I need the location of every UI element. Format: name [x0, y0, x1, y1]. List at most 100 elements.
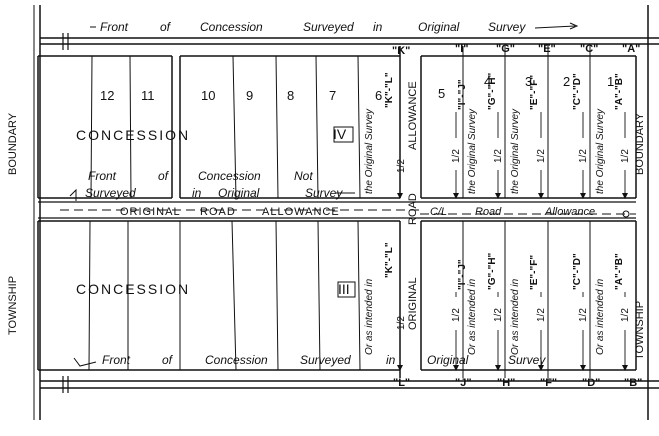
numeral-box-iv	[333, 126, 354, 143]
road-allowance-lines	[38, 201, 636, 219]
concession-iii-name: CONCESSION	[76, 281, 190, 297]
top-front-word: Survey	[488, 20, 526, 34]
lot-lines-upper-left	[90, 55, 361, 199]
lot-number: 11	[141, 88, 155, 103]
svg-text:"I"-"J": "I"-"J"	[457, 259, 468, 290]
top-front-word: in	[373, 20, 383, 34]
top-front-word: of	[160, 20, 172, 34]
svg-text:Concession: Concession	[198, 169, 261, 183]
svg-text:"C"-"D": "C"-"D"	[572, 73, 583, 110]
svg-text:of: of	[158, 169, 170, 183]
half-markers: 1/2 1/2 1/2 1/2 1/2 1/2 1/2 1/2 1/2 1/2 …	[396, 149, 631, 330]
lot-number: 7	[329, 88, 336, 103]
road-allowance-word: ORIGINAL	[120, 206, 181, 218]
lot-numbers: 12 11 10 9 8 7 6 5 4 3 2 1	[100, 74, 614, 103]
svg-text:Concession: Concession	[205, 353, 268, 367]
top-front-word: Concession	[200, 20, 263, 34]
svg-text:1/2: 1/2	[536, 149, 547, 163]
svg-text:Surveyed: Surveyed	[85, 186, 136, 200]
concession-iii-block	[37, 220, 637, 378]
svg-text:Or as intended in: Or as intended in	[364, 278, 375, 355]
svg-text:1/2: 1/2	[396, 159, 407, 173]
upper-front-note: Front of Concession Not Surveyed in Orig…	[85, 169, 343, 200]
boundary-label-right: BOUNDARY	[634, 112, 646, 175]
svg-text:"E": "E"	[538, 43, 556, 55]
top-post-labels: "K" "I" "G" "E" "C" "A"	[392, 43, 640, 57]
svg-text:1/2: 1/2	[578, 149, 589, 163]
centerline-word: Allowance	[544, 206, 595, 218]
svg-text:"H": "H"	[497, 377, 515, 389]
top-front-word: Front	[100, 20, 129, 34]
strip-notes: the Original Survey the Original Survey …	[364, 108, 606, 355]
svg-text:in: in	[386, 353, 396, 367]
svg-text:the Original Survey: the Original Survey	[510, 108, 521, 194]
lot-number: 8	[287, 88, 294, 103]
svg-text:"I": "I"	[455, 43, 469, 55]
road-vertical-label: ROAD	[407, 193, 419, 225]
svg-text:"F": "F"	[540, 377, 557, 389]
svg-text:"K"-"L": "K"-"L"	[384, 242, 395, 278]
monument-marker	[622, 210, 630, 218]
centerline-word: Road	[475, 206, 502, 218]
lot-number: 5	[438, 86, 445, 101]
lot-number: 10	[201, 88, 215, 103]
survey-arrow	[534, 25, 576, 29]
lower-front-note: Front of Concession Surveyed in Original…	[102, 353, 546, 367]
corner-mark-upper	[69, 188, 77, 201]
svg-text:of: of	[162, 353, 174, 367]
svg-text:1/2: 1/2	[396, 316, 407, 330]
svg-text:"D": "D"	[582, 377, 600, 389]
lot-number: 12	[100, 88, 114, 103]
lot-number: 9	[246, 88, 253, 103]
svg-text:"K"-"L": "K"-"L"	[384, 72, 395, 108]
svg-text:"C"-"D": "C"-"D"	[572, 253, 583, 290]
svg-text:Survey: Survey	[508, 353, 546, 367]
township-label-left: TOWNSHIP	[7, 276, 19, 335]
township-label-right: TOWNSHIP	[634, 301, 646, 360]
concession-iii-numeral: III	[338, 281, 350, 297]
svg-text:1/2: 1/2	[578, 308, 589, 322]
top-front-label: Front of Concession Surveyed in Original…	[100, 20, 526, 34]
svg-text:"C": "C"	[580, 43, 598, 55]
svg-text:1/2: 1/2	[536, 308, 547, 322]
bottom-post-labels: "L" "J" "H" "F" "D" "B"	[393, 377, 642, 389]
road-allowance-word: ALLOWANCE	[262, 206, 340, 218]
svg-text:"G"-"H": "G"-"H"	[487, 252, 498, 290]
survey-arrowhead	[569, 22, 579, 30]
lot-number: 6	[375, 88, 382, 103]
svg-text:"G"-"H": "G"-"H"	[487, 72, 498, 110]
svg-text:Original: Original	[218, 186, 260, 200]
dimension-arrows	[399, 112, 626, 370]
svg-text:Surveyed: Surveyed	[300, 353, 351, 367]
svg-text:Not: Not	[294, 169, 313, 183]
svg-text:the Original Survey: the Original Survey	[595, 108, 606, 194]
top-front-word: Original	[418, 20, 460, 34]
road-allowance-word: ROAD	[200, 206, 236, 218]
concession-iv-name: CONCESSION	[76, 127, 190, 143]
pair-labels: "K"-"L" "I"-"J" "G"-"H" "E"-"F" "C"-"D" …	[384, 72, 625, 290]
svg-text:Survey: Survey	[305, 186, 343, 200]
svg-text:Or as intended in: Or as intended in	[467, 278, 478, 355]
svg-text:1/2: 1/2	[493, 308, 504, 322]
concession-iv-block	[37, 46, 637, 199]
lot-number: 2	[563, 74, 570, 89]
numeral-box-iii	[337, 281, 356, 298]
svg-text:"I"-"J": "I"-"J"	[457, 79, 468, 110]
svg-text:the Original Survey: the Original Survey	[467, 108, 478, 194]
svg-text:"G": "G"	[496, 43, 515, 55]
lot-number: 3	[525, 74, 532, 89]
township-boundary-lines	[33, 5, 659, 420]
dimension-arrowheads	[397, 193, 628, 371]
svg-text:Or as intended in: Or as intended in	[510, 278, 521, 355]
svg-text:"E"-"F": "E"-"F"	[529, 75, 540, 110]
allowance-vertical-label: ALLOWANCE	[407, 81, 419, 150]
svg-text:"E"-"F": "E"-"F"	[529, 255, 540, 290]
svg-text:"A"-"B": "A"-"B"	[614, 253, 625, 290]
lot-number: 1	[607, 74, 614, 89]
svg-text:1/2: 1/2	[493, 149, 504, 163]
svg-text:Original: Original	[427, 353, 469, 367]
svg-text:"A": "A"	[622, 43, 640, 55]
svg-text:"L": "L"	[393, 377, 410, 389]
svg-text:"J": "J"	[455, 377, 472, 389]
